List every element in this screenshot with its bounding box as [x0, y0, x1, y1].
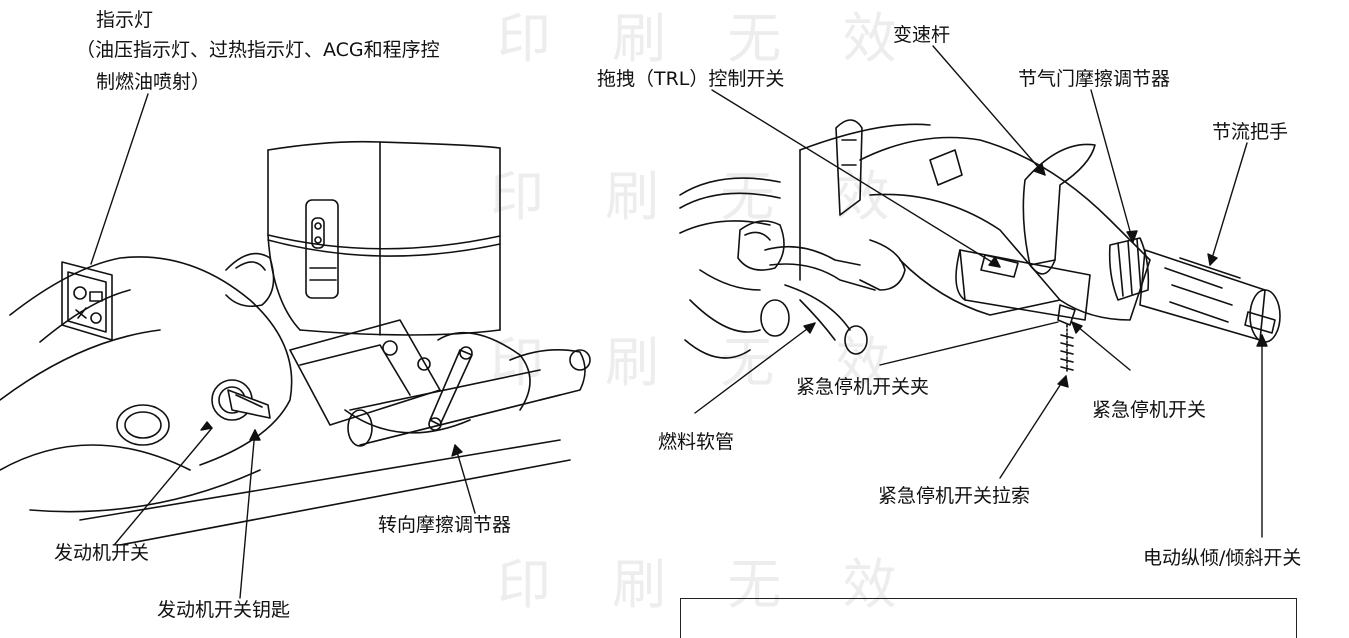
- label-indicator-lights: 指示灯: [96, 9, 154, 31]
- label-trailer-switch: 拖拽（TRL）控制开关: [597, 68, 785, 90]
- label-emergency-stop-switch: 紧急停机开关: [1092, 399, 1207, 421]
- label-indicator-lights-desc-line1: （油压指示灯、过热指示灯、ACG和程序控: [76, 39, 440, 61]
- label-throttle-friction-adjuster: 节气门摩擦调节器: [1018, 68, 1171, 90]
- label-power-trim-tilt-switch: 电动纵倾/倾斜开关: [1143, 547, 1302, 569]
- label-emergency-stop-lanyard: 紧急停机开关拉索: [878, 485, 1031, 507]
- note-box: [680, 598, 1297, 638]
- label-emergency-stop-clip: 紧急停机开关夹: [796, 376, 930, 398]
- watermark-bottom: 印 刷 无 效: [497, 553, 919, 616]
- right-engine-illustration: [679, 119, 1281, 373]
- emergency-stop-switch: [1057, 304, 1076, 326]
- throttle-friction-adjuster: [1108, 237, 1150, 301]
- watermark-lower: 印 刷 无 效: [490, 331, 912, 394]
- label-shift-lever: 变速杆: [893, 24, 951, 46]
- watermark-middle: 印 刷 无 效: [490, 165, 912, 228]
- shift-lever: [1022, 143, 1096, 266]
- label-engine-switch: 发动机开关: [54, 542, 150, 564]
- leader-lines: [90, 45, 1268, 599]
- left-engine-illustration: [0, 140, 591, 546]
- watermark-top: 印 刷 无 效: [497, 7, 919, 70]
- label-engine-switch-key: 发动机开关钥匙: [157, 599, 291, 621]
- label-steering-friction-adjuster: 转向摩擦调节器: [378, 514, 512, 536]
- label-throttle-grip: 节流把手: [1212, 121, 1289, 143]
- label-indicator-lights-desc-line2: 制燃油喷射）: [96, 71, 211, 93]
- label-fuel-hose: 燃料软管: [658, 431, 735, 453]
- power-trim-switch: [1244, 311, 1276, 334]
- trailer-switch: [980, 254, 1019, 278]
- tiller-window: [929, 149, 963, 186]
- steering-friction-arm: [429, 349, 473, 426]
- indicator-panel: [61, 261, 113, 341]
- cover-latch: [305, 199, 339, 299]
